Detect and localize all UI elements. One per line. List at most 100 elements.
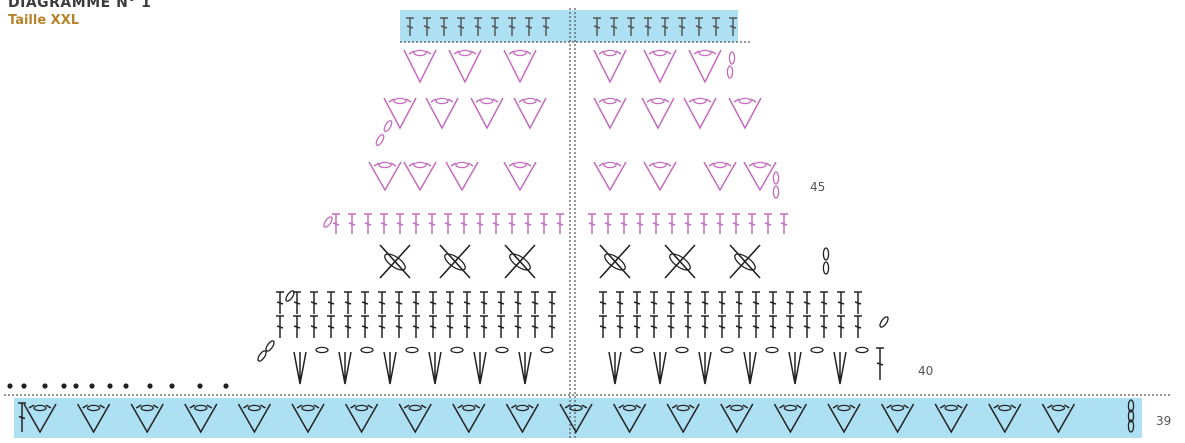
chain-symbol — [86, 404, 101, 412]
double-crochet-symbol — [429, 315, 437, 338]
v-stitch-symbol — [593, 97, 627, 130]
chain-symbol — [1051, 404, 1066, 412]
cross-stitch-loop-symbol — [669, 253, 691, 271]
double-crochet-symbol — [820, 315, 828, 338]
v-stitch-symbol — [398, 403, 432, 434]
diagram-header: DIAGRAMME N° 1 Taille XXL — [8, 0, 151, 30]
double-crochet-symbol — [752, 315, 760, 338]
double-crochet-symbol — [440, 17, 448, 36]
v-stitch-symbol — [403, 49, 437, 84]
v-stitch-symbol — [184, 403, 218, 434]
slip-stitch-symbol — [21, 383, 27, 389]
double-crochet-symbol — [480, 291, 488, 314]
cluster-symbol — [833, 351, 847, 385]
chain-symbol — [247, 404, 262, 412]
double-crochet-symbol — [729, 17, 737, 36]
v-stitch-symbol — [988, 403, 1022, 434]
cross-stitch-symbol — [379, 244, 411, 279]
double-crochet-symbol — [627, 17, 635, 36]
double-crochet-symbol — [429, 291, 437, 314]
double-crochet-symbol — [599, 291, 607, 314]
slip-stitch-symbol — [73, 383, 79, 389]
cross-stitch-loop-symbol — [604, 253, 626, 271]
turning-chain-symbol — [728, 51, 736, 65]
double-crochet-symbol — [661, 17, 669, 36]
double-crochet-symbol — [395, 291, 403, 314]
cross-stitch-loop-symbol — [444, 253, 466, 271]
chain-symbol — [458, 49, 472, 57]
chain-symbol — [713, 161, 727, 169]
double-crochet-symbol — [395, 315, 403, 338]
chain-symbol — [523, 97, 537, 105]
bottom-highlight-band — [14, 398, 1142, 438]
double-crochet-symbol — [604, 213, 612, 234]
v-stitch-symbol — [425, 97, 459, 130]
chain-symbol — [408, 404, 422, 412]
chain-symbol — [455, 161, 469, 169]
slip-stitch-symbol — [61, 383, 67, 389]
v-stitch-symbol — [383, 97, 417, 130]
double-crochet-symbol — [695, 17, 703, 36]
v-stitch-symbol — [130, 403, 164, 434]
double-crochet-symbol — [412, 213, 420, 234]
double-crochet-symbol — [876, 347, 884, 380]
double-crochet-symbol — [406, 17, 414, 36]
double-crochet-symbol — [463, 315, 471, 338]
chain-symbol — [33, 404, 47, 412]
chain-symbol — [879, 316, 889, 328]
chain-symbol — [890, 404, 905, 412]
v-stitch-symbol — [728, 97, 762, 130]
v-stitch-symbol — [452, 403, 486, 434]
cluster-symbol — [518, 351, 532, 385]
chain-symbol — [495, 346, 509, 354]
chain-symbol — [998, 404, 1012, 412]
double-crochet-symbol — [380, 213, 388, 234]
chain-symbol — [603, 161, 617, 169]
turning-chain-symbol — [1127, 419, 1135, 433]
chain-symbol — [622, 404, 637, 412]
double-crochet-symbol — [684, 291, 692, 314]
double-crochet-symbol — [344, 315, 352, 338]
v-stitch-symbol — [559, 403, 593, 434]
double-crochet-symbol — [531, 315, 539, 338]
chain-symbol — [513, 49, 527, 57]
double-crochet-symbol — [588, 213, 596, 234]
double-crochet-symbol — [446, 315, 454, 338]
slip-stitch-symbol — [42, 383, 48, 389]
double-crochet-symbol — [712, 17, 720, 36]
double-crochet-symbol — [378, 315, 386, 338]
double-crochet-symbol — [684, 213, 692, 234]
chain-symbol — [413, 49, 427, 57]
slip-stitch-symbol — [223, 383, 229, 389]
v-stitch-symbol — [683, 97, 717, 130]
double-crochet-symbol — [854, 315, 862, 338]
chain-symbol — [630, 346, 644, 354]
v-stitch-symbol — [703, 161, 737, 192]
double-crochet-symbol — [633, 291, 641, 314]
cluster-symbol — [293, 351, 307, 385]
chain-symbol — [944, 404, 958, 412]
cluster-symbol — [338, 351, 352, 385]
cluster-symbol — [743, 351, 757, 385]
double-crochet-symbol — [332, 213, 340, 234]
chain-symbol — [515, 404, 530, 412]
cluster-symbol — [698, 351, 712, 385]
double-crochet-symbol — [524, 213, 532, 234]
v-stitch-symbol — [344, 403, 379, 434]
v-stitch-symbol — [76, 403, 111, 434]
v-stitch-symbol — [403, 161, 437, 192]
double-crochet-symbol — [620, 213, 628, 234]
cluster-symbol — [383, 351, 397, 385]
chain-symbol — [693, 97, 707, 105]
slip-stitch-symbol — [107, 383, 113, 389]
double-crochet-symbol — [446, 291, 454, 314]
v-stitch-symbol — [880, 403, 915, 434]
chain-symbol — [698, 49, 712, 57]
chain-symbol — [140, 404, 154, 412]
chain-symbol — [462, 404, 476, 412]
double-crochet-symbol — [786, 291, 794, 314]
double-crochet-symbol — [348, 213, 356, 234]
double-crochet-symbol — [633, 315, 641, 338]
cross-stitch-symbol — [439, 244, 471, 279]
